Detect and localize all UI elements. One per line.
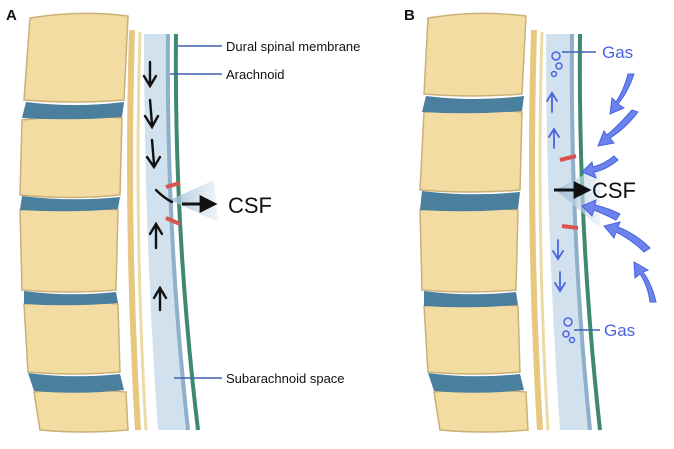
gas-bubble [562, 330, 570, 338]
canal-flow-arrows-b [546, 91, 566, 293]
vertebral-column-a [19, 12, 129, 433]
dura-layer-a [173, 33, 200, 431]
vertebra [19, 115, 123, 199]
disc [24, 291, 118, 306]
up-arrow [546, 91, 558, 113]
vertebra [33, 389, 129, 433]
csf-flow-arrows-a [142, 60, 174, 312]
disc [424, 291, 518, 308]
dura-layer-b [577, 33, 602, 431]
gas-arrow [581, 199, 621, 221]
gas-bubble [568, 336, 576, 344]
vertebra [423, 12, 527, 97]
disc [20, 196, 120, 212]
intervertebral-discs-a [20, 102, 124, 393]
ligament-a [127, 29, 141, 431]
vertebra [423, 303, 521, 375]
up-arrow [152, 285, 168, 312]
gas-arrow [597, 109, 639, 147]
down-arrow [552, 239, 564, 261]
disc [422, 96, 524, 114]
panel-b-label: B [404, 7, 415, 24]
csf-label-b: CSF [592, 178, 636, 203]
up-arrow [148, 221, 164, 250]
down-arrow [142, 60, 158, 89]
dural-tear-top-b [559, 154, 577, 162]
panel-a: A [6, 7, 360, 433]
gas-inflow-arrows [581, 73, 657, 303]
arachnoid-layer-b [569, 33, 592, 431]
ligament-b [529, 29, 543, 431]
disc [22, 102, 124, 120]
vertebra [433, 389, 529, 433]
gas-label-bottom: Gas [604, 321, 635, 340]
gas-arrow [603, 221, 651, 253]
gas-bubble [555, 62, 563, 70]
panel-a-label: A [6, 7, 17, 24]
gas-label-top: Gas [602, 43, 633, 62]
csf-label-a: CSF [228, 193, 272, 218]
up-arrow [548, 127, 560, 149]
curl-arrow [154, 188, 174, 204]
ligament-edge-a [136, 31, 148, 431]
subarachnoid-label: Subarachnoid space [226, 371, 345, 386]
vertebra [23, 301, 121, 375]
dural-membrane-label: Dural spinal membrane [226, 39, 360, 54]
gas-bubble [550, 70, 558, 78]
arachnoid-layer-a [165, 33, 190, 431]
gas-bubble [551, 51, 561, 61]
down-arrow [143, 98, 160, 130]
vertebra [19, 207, 119, 293]
arachnoid-label: Arachnoid [226, 67, 285, 82]
gas-bubble [563, 317, 573, 327]
gas-bubbles-bottom [562, 317, 576, 344]
ligament-edge-b [538, 31, 550, 431]
vertebra [23, 12, 129, 103]
dural-tear-bottom-b [561, 224, 579, 230]
disc [420, 191, 520, 212]
dural-tear-top-a [165, 181, 181, 189]
down-arrow [145, 138, 162, 170]
down-arrow [554, 271, 566, 293]
gas-bubbles-top [550, 51, 563, 78]
panel-b: B CSF [404, 7, 657, 433]
vertebral-column-b [419, 12, 529, 433]
vertebra [419, 109, 523, 193]
intervertebral-discs-b [420, 96, 524, 393]
gas-arrow [633, 261, 657, 303]
disc [28, 373, 124, 393]
gas-arrow [609, 73, 635, 115]
disc [428, 373, 524, 393]
dural-tear-bottom-a [165, 216, 181, 226]
vertebra [419, 207, 519, 293]
gas-arrow [581, 155, 619, 179]
